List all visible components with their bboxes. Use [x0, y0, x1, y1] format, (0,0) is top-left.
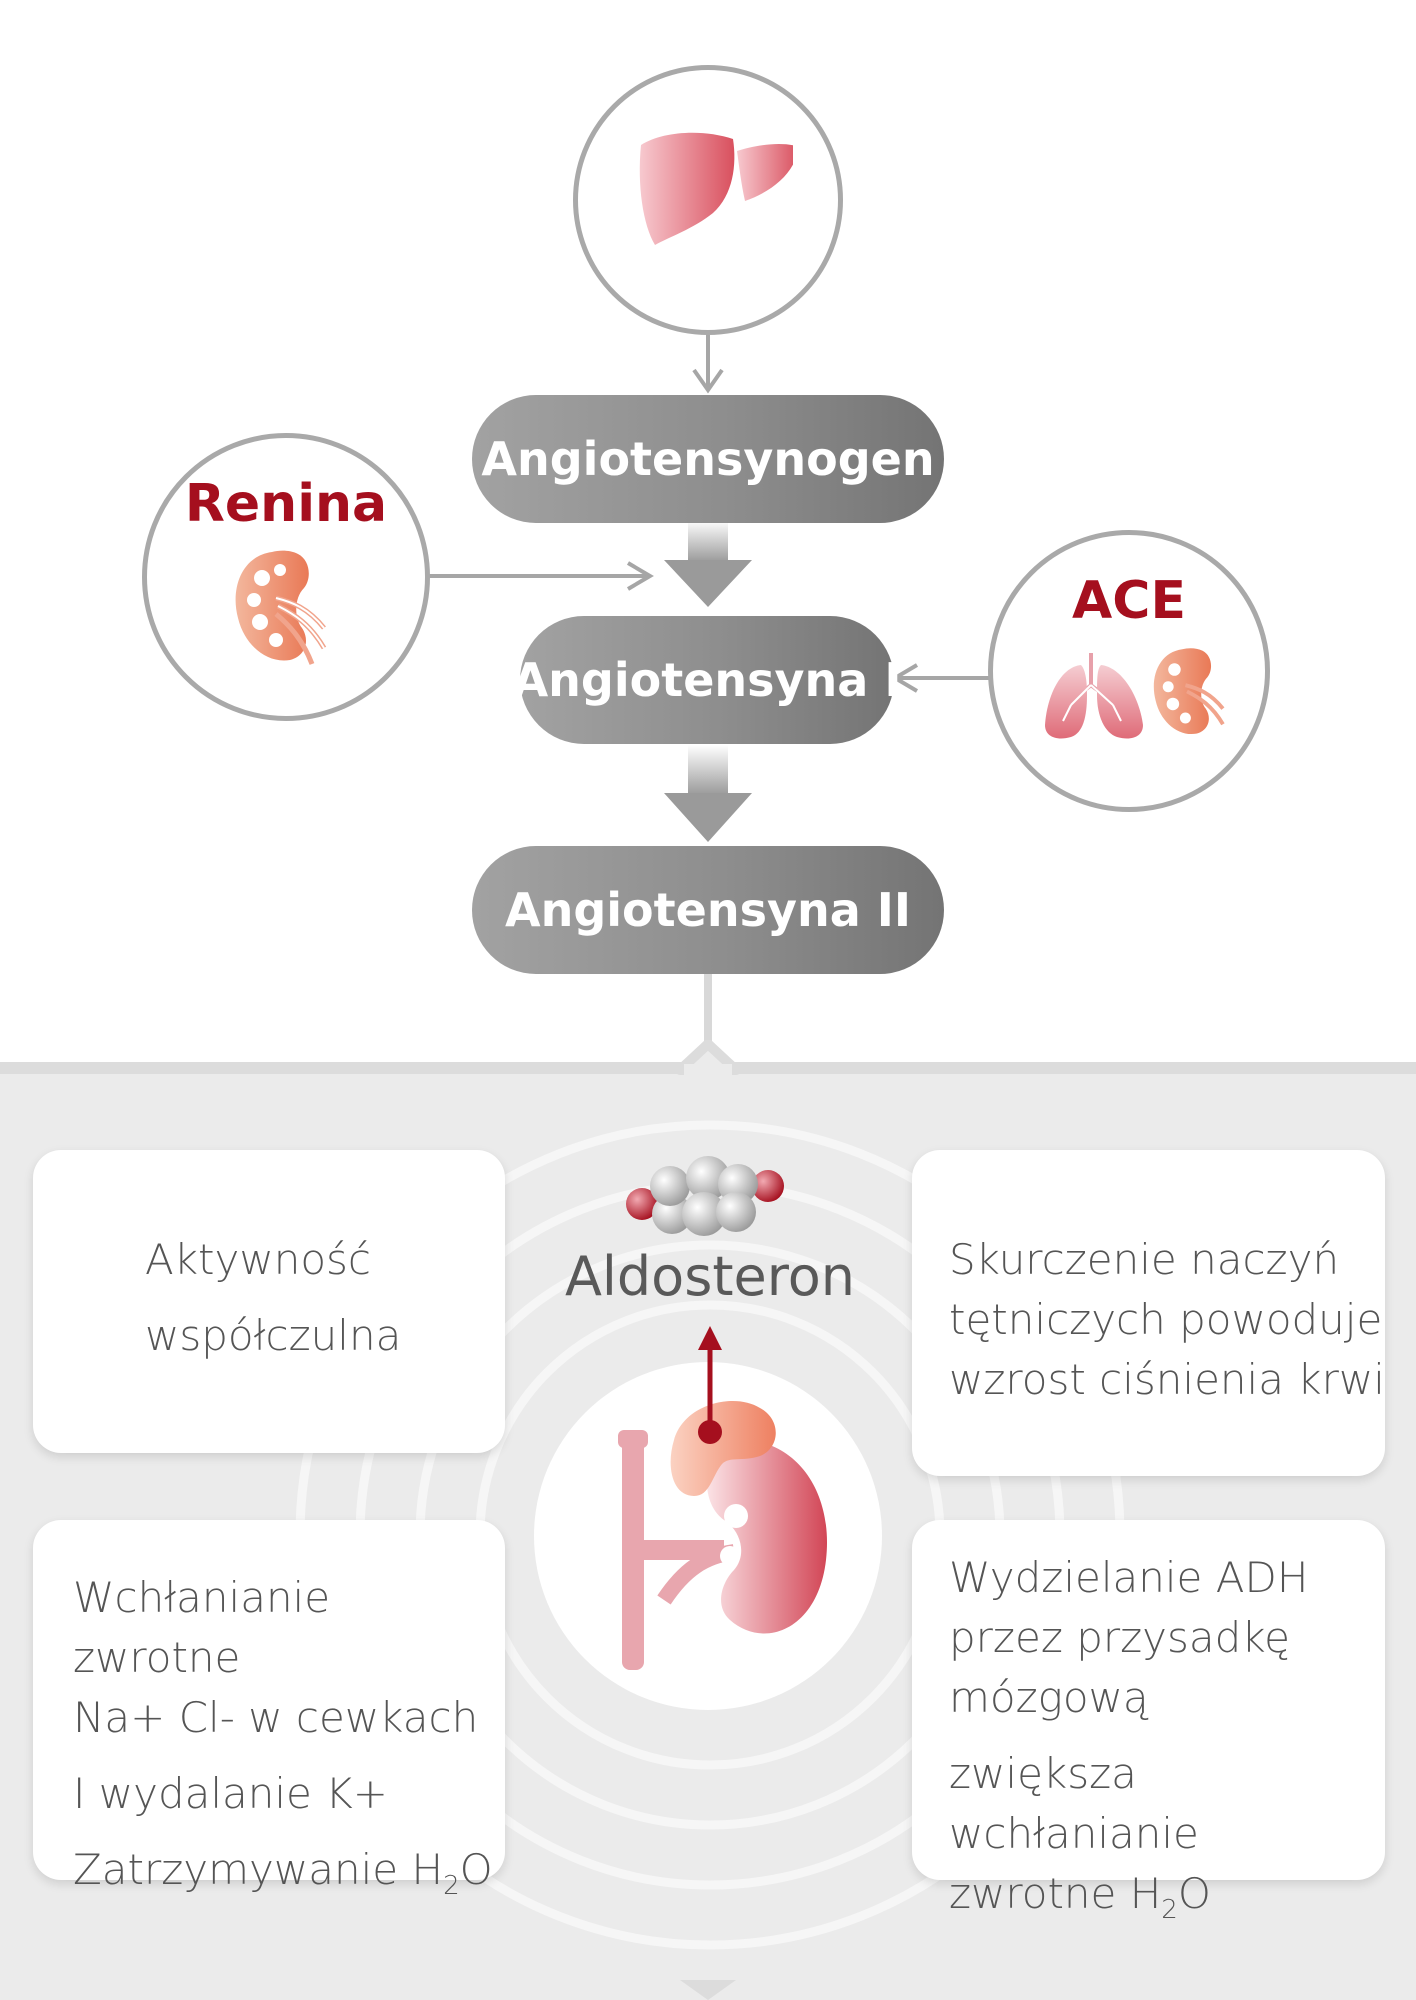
- liver-arrowhead: [692, 368, 724, 394]
- liver-icon: [639, 132, 793, 245]
- subscript: 2: [1161, 1895, 1178, 1925]
- card-line: mózgową: [949, 1673, 1149, 1722]
- ace-arrowhead: [891, 663, 919, 693]
- card-line: Na+ Cl- w cewkach: [73, 1693, 479, 1742]
- card-sodium-reabsorption: Wchłanianie zwrotne Na+ Cl- w cewkach I …: [33, 1520, 505, 1899]
- step-arrow-2: [664, 745, 752, 842]
- card-line: wzrost ciśnienia krwi: [949, 1355, 1385, 1404]
- card-line: współczulna: [145, 1311, 402, 1360]
- reabsorption-suffix: O: [1177, 1869, 1211, 1918]
- card-line: zwiększa wchłanianie: [949, 1749, 1199, 1858]
- card-sympathetic-activity: Aktywność współczulna: [33, 1150, 505, 1453]
- water-retention-suffix: O: [459, 1845, 493, 1894]
- angiotensinogen-pill: Angiotensynogen: [472, 395, 944, 523]
- card-line: Skurczenie naczyń: [949, 1235, 1340, 1284]
- renin-circle: Renina: [142, 433, 430, 721]
- renin-label: Renina: [184, 474, 388, 534]
- molecule-icon: [626, 1156, 784, 1236]
- kidney-icon: [235, 550, 327, 665]
- ace-kidney-icon: [1153, 648, 1225, 735]
- ace-circle: ACE: [988, 530, 1270, 812]
- card-line-water: Zatrzymywanie H2O: [73, 1840, 505, 1900]
- card-line: Wchłanianie zwrotne: [73, 1573, 331, 1682]
- card-vasoconstriction: Skurczenie naczyń tętniczych powoduje wz…: [912, 1150, 1385, 1476]
- ace-label: ACE: [1072, 571, 1186, 631]
- subscript: 2: [443, 1871, 460, 1901]
- adrenal-kidney-icon: [618, 1326, 828, 1670]
- water-retention-text: Zatrzymywanie H: [73, 1845, 444, 1894]
- card-adh-secretion: Wydzielanie ADH przez przysadkę mózgową …: [912, 1520, 1385, 1923]
- card-line-water: zwrotne H2O: [949, 1864, 1385, 1924]
- reabsorption-text: zwrotne H: [949, 1869, 1162, 1918]
- step-arrow-1: [664, 520, 752, 607]
- card-line: przez przysadkę: [949, 1613, 1290, 1662]
- card-line: Wydzielanie ADH: [949, 1553, 1309, 1602]
- angiotensin-2-pill: Angiotensyna II: [472, 846, 944, 974]
- card-line: Aktywność: [145, 1235, 372, 1284]
- aldosterone-label: Aldosteron: [564, 1245, 856, 1308]
- card-line: I wydalanie K+: [73, 1769, 388, 1818]
- liver-circle: [573, 65, 843, 335]
- lungs-icon: [1045, 653, 1143, 739]
- renin-arrowhead: [626, 561, 654, 591]
- angiotensin-1-pill: Angiotensyna I: [513, 616, 901, 744]
- card-line: tętniczych powoduje: [949, 1295, 1383, 1344]
